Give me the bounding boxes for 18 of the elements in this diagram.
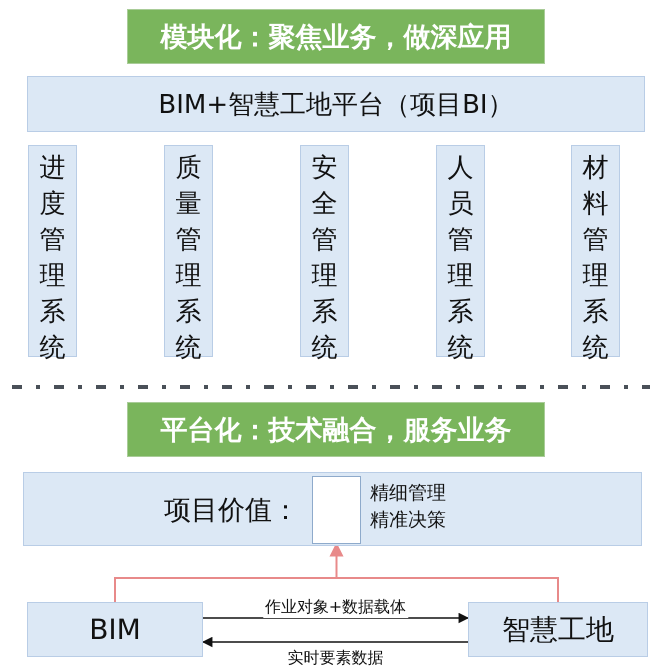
module-label: 人员管理系统: [446, 152, 474, 365]
value-heading: 项目价值：: [164, 494, 299, 528]
arrow: [202, 636, 468, 648]
heading-banner: 平台化：技术融合，服务业务: [127, 402, 545, 457]
edge-label: 作业对象+数据载体: [262, 597, 408, 618]
system-box: BIM: [27, 602, 203, 657]
value-item: 精细管理: [370, 481, 446, 506]
module-label: 材料管理系统: [582, 152, 610, 365]
heading-banner: 模块化：聚焦业务，做深应用: [127, 9, 545, 64]
system-box: 智慧工地: [468, 602, 648, 657]
arrow: [203, 612, 470, 624]
value-box: [23, 472, 642, 546]
module-label: 质量管理系统: [174, 152, 202, 365]
module-label: 安全管理系统: [310, 152, 338, 365]
placeholder-box: [312, 476, 361, 544]
value-item: 精准决策: [370, 508, 446, 533]
module-label: 进度管理系统: [38, 152, 66, 365]
platform-box: BIM+智慧工地平台（项目BI）: [27, 76, 645, 132]
